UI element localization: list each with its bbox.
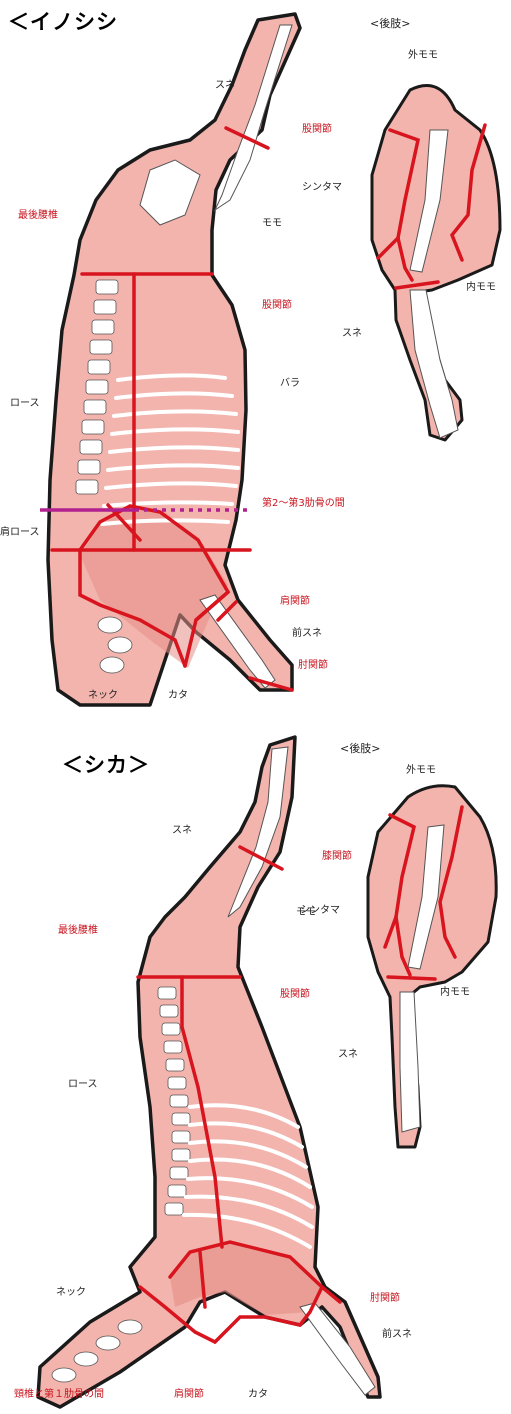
deer-section: ＜シカ＞ <後肢> スネ 膝関節 モモ 最後腰椎 股関節 ロース ネック 肘関節…: [0, 707, 511, 1414]
deer-label-rosu: ロース: [68, 1079, 98, 1091]
boar-label-kenkansetsu: 肩関節: [280, 596, 310, 608]
boar-label-kata-rosu: 肩ロース: [0, 527, 40, 539]
boar-label-bara: バラ: [280, 378, 300, 390]
deer-label-saikoyotsui: 最後腰椎: [58, 925, 98, 937]
deer-hind-shintama: シンタマ: [300, 905, 340, 917]
deer-title: ＜シカ＞: [62, 749, 150, 779]
boar-label-kata: カタ: [168, 690, 188, 702]
deer-label-kenkansetsu: 肩関節: [174, 1389, 204, 1401]
deer-label-shitsukansetsu: 膝関節: [322, 851, 352, 863]
boar-label-rosu: ロース: [10, 398, 40, 410]
deer-hind-header: <後肢>: [340, 743, 380, 755]
boar-hind-sune: スネ: [342, 328, 362, 340]
deer-label-neck: ネック: [56, 1287, 86, 1299]
boar-label-neck: ネック: [88, 690, 118, 702]
deer-label-kata: カタ: [248, 1389, 268, 1401]
boar-label-momo: モモ: [262, 218, 282, 230]
deer-diagram: [0, 707, 511, 1414]
boar-label-saikoyotsui: 最後腰椎: [18, 210, 58, 222]
deer-label-neck-note: 頸椎と第１肋骨の間: [14, 1389, 104, 1401]
boar-hind-shintama: シンタマ: [302, 182, 342, 194]
boar-diagram: [0, 0, 511, 707]
boar-label-mae-sune: 前スネ: [292, 628, 322, 640]
deer-label-kokansetsu: 股関節: [280, 989, 310, 1001]
boar-label-sune: スネ: [215, 80, 235, 92]
boar-hind-soto-momo: 外モモ: [408, 50, 438, 62]
boar-hind-uchi-momo: 内モモ: [466, 282, 496, 294]
boar-label-rib-note: 第2～第3肋骨の間: [262, 498, 345, 510]
deer-hind-shank: [400, 992, 420, 1132]
deer-label-chukansetsu: 肘関節: [370, 1293, 400, 1305]
boar-label-kokansetsu-mid: 股関節: [262, 300, 292, 312]
boar-title: ＜イノシシ: [8, 6, 118, 36]
boar-section: ＜イノシシ <後肢> スネ 股関節 最後腰椎 モモ 股関節 ロース バラ 第2～…: [0, 0, 511, 707]
deer-label-sune: スネ: [172, 825, 192, 837]
deer-hind-soto-momo: 外モモ: [406, 765, 436, 777]
deer-hind-uchi-momo: 内モモ: [440, 987, 470, 999]
boar-label-kokansetsu-top: 股関節: [302, 124, 332, 136]
deer-hind-sune: スネ: [338, 1049, 358, 1061]
deer-label-mae-sune: 前スネ: [382, 1329, 412, 1341]
deer-carcass-outline: [38, 737, 380, 1407]
boar-label-chukansetsu: 肘関節: [298, 660, 328, 672]
boar-hind-header: <後肢>: [370, 18, 410, 30]
